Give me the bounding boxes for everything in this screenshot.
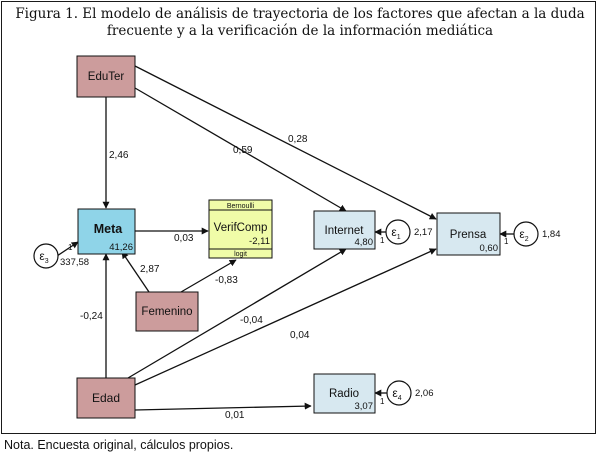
coef-edad-prensa: 0,04	[290, 330, 310, 341]
node-femenino-label: Femenino	[141, 306, 192, 318]
node-verifcomp-value: -2,11	[249, 236, 270, 247]
error-e3-epsilon: ε	[39, 249, 45, 263]
node-edad-label: Edad	[92, 391, 120, 405]
figure-caption-line-1: Figura 1. El modelo de análisis de traye…	[15, 6, 585, 22]
coef-eduter-meta: 2,46	[109, 150, 129, 161]
source-note: Nota. Encuesta original, cálculos propio…	[4, 438, 234, 452]
node-meta-value: 41,26	[109, 242, 133, 253]
node-meta-label: Meta	[94, 222, 124, 236]
error-e3-path-label: 1	[68, 243, 73, 252]
node-verifcomp-family: Bernoulli	[227, 203, 255, 210]
error-e4-path-label: 1	[380, 397, 385, 406]
node-edad: Edad	[76, 377, 136, 419]
node-internet-label: Internet	[325, 225, 365, 237]
error-e3: ε3 337,58 1	[33, 243, 89, 269]
node-meta-box	[77, 208, 136, 255]
coef-femenino-verifcomp: -0,83	[215, 275, 238, 286]
error-e1-circle	[385, 219, 411, 245]
error-e2-subscript: 2	[525, 236, 529, 243]
path-edad-radio	[134, 402, 312, 411]
error-e3-circle	[33, 243, 59, 269]
path-eduter-prensa	[134, 65, 437, 220]
node-eduter: EduTer	[76, 55, 136, 98]
node-prensa: Prensa 0,60	[436, 212, 501, 256]
path-eduter-internet	[134, 87, 347, 212]
node-verifcomp-label: VerifComp	[214, 222, 268, 234]
error-e1-path-label: 1	[380, 236, 385, 245]
error-e1-variance: 2,17	[414, 227, 433, 238]
error-e2-path-label: 1	[504, 237, 509, 246]
coef-edad-internet: -0,04	[240, 315, 263, 326]
error-e2-variance: 1,84	[542, 229, 561, 240]
node-verifcomp-link: logit	[234, 251, 247, 258]
node-eduter-label: EduTer	[88, 71, 125, 83]
node-edad-box	[76, 377, 136, 419]
error-e2-circle	[513, 221, 539, 247]
node-meta: Meta 41,26	[77, 208, 136, 255]
path-femenino-verifcomp	[180, 259, 237, 293]
error-e4: ε4 2,06 1	[380, 380, 434, 406]
node-internet: Internet 4,80	[313, 210, 376, 250]
error-e1-epsilon: ε	[391, 225, 397, 239]
node-femenino: Femenino	[135, 291, 199, 332]
node-radio-label: Radio	[329, 388, 359, 400]
node-internet-box	[313, 210, 376, 250]
node-radio-value: 3,07	[355, 401, 374, 412]
error-e4-variance: 2,06	[415, 388, 434, 399]
error-e3-subscript: 3	[45, 258, 49, 265]
path-edad-internet	[127, 248, 347, 379]
error-e4-subscript: 4	[398, 395, 402, 402]
error-e1-symbol: ε1	[391, 225, 400, 241]
error-e3-symbol: ε3	[39, 249, 48, 265]
path-edad-prensa	[134, 248, 437, 386]
figure-caption-line-2: frecuente y a la verificación de la info…	[106, 23, 494, 39]
error-e2: ε2 1,84 1	[504, 221, 561, 247]
node-verifcomp: Bernoulli VerifComp -2,11 logit	[208, 199, 273, 259]
node-radio-box	[313, 373, 376, 414]
coef-eduter-internet: 0,59	[233, 145, 253, 156]
node-radio: Radio 3,07	[313, 373, 376, 414]
error-e1-subscript: 1	[397, 234, 401, 241]
coef-edad-meta: -0,24	[80, 311, 103, 322]
error-e4-circle	[386, 380, 412, 406]
node-prensa-box	[436, 212, 501, 256]
node-prensa-value: 0,60	[480, 243, 499, 254]
error-e2-symbol: ε2	[519, 227, 528, 243]
coef-meta-verifcomp: 0,03	[174, 233, 194, 244]
node-prensa-label: Prensa	[450, 229, 487, 241]
node-femenino-box	[135, 291, 199, 332]
error-e4-epsilon: ε	[392, 386, 398, 400]
node-internet-value: 4,80	[355, 237, 374, 248]
coef-edad-radio: 0,01	[225, 410, 245, 421]
coef-eduter-prensa: 0,28	[288, 134, 308, 145]
path-e3-meta	[56, 241, 79, 257]
path-femenino-meta	[121, 251, 150, 293]
coef-femenino-meta: 2,87	[140, 264, 160, 275]
error-e2-epsilon: ε	[519, 227, 525, 241]
node-eduter-box	[76, 55, 136, 98]
error-e1: ε1 2,17 1	[380, 219, 433, 245]
error-e4-symbol: ε4	[392, 386, 401, 402]
error-e3-variance: 337,58	[60, 257, 89, 268]
